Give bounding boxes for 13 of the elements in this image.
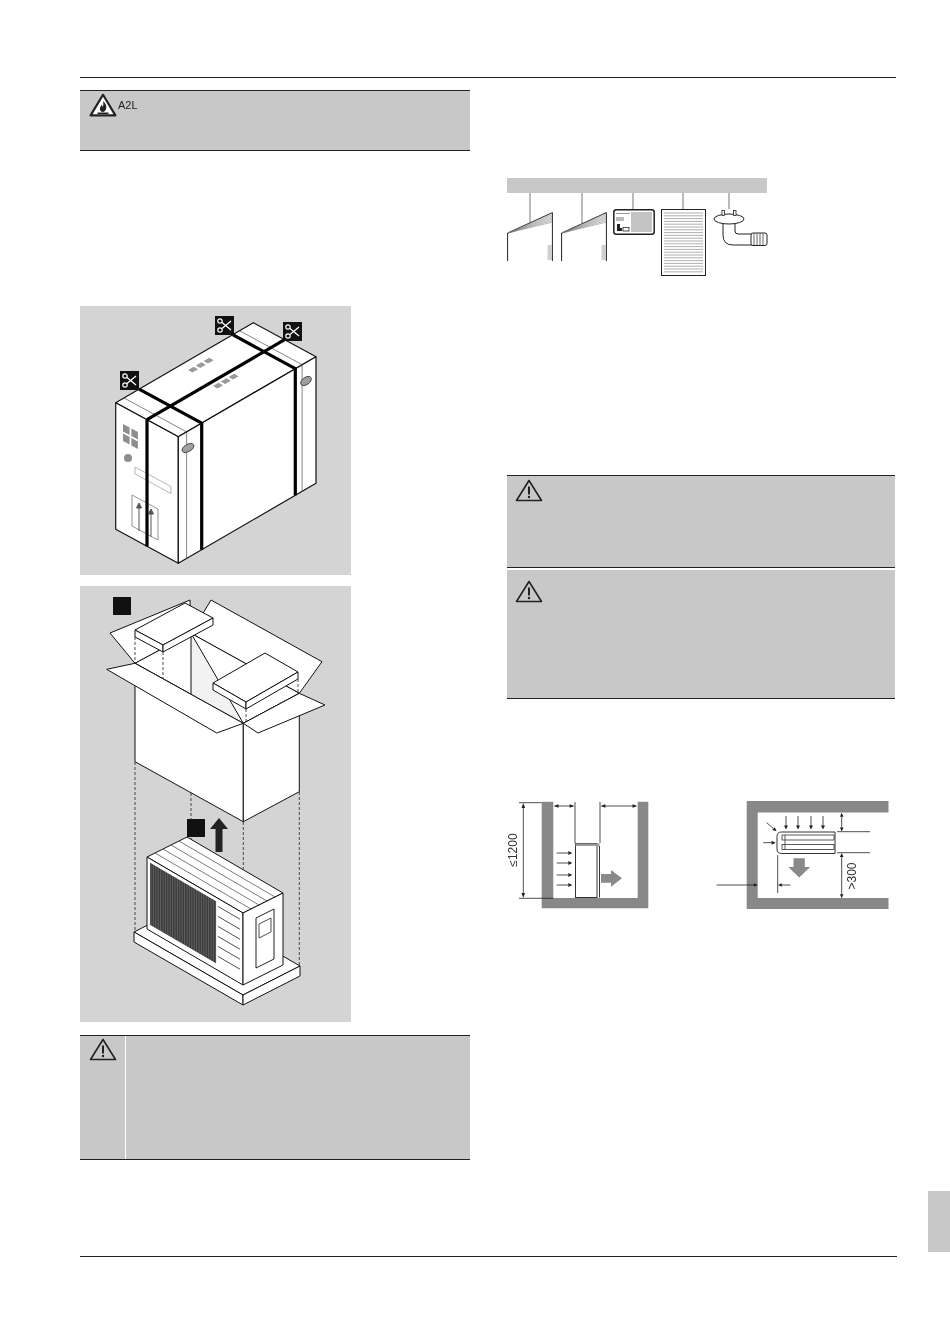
leader-line <box>581 192 583 224</box>
label-card-drawing <box>613 209 655 235</box>
booklet-drawing <box>561 212 608 261</box>
lined-sheet-drawing <box>661 209 706 276</box>
dimension-label: >300 <box>846 862 858 890</box>
leader-line <box>529 192 531 223</box>
booklet-drawing <box>507 212 554 261</box>
leader-line <box>682 192 684 210</box>
leader-line <box>632 192 634 210</box>
dimension-label: ≤1200 <box>507 833 519 867</box>
leader-line <box>728 192 730 210</box>
label-bar <box>507 178 767 193</box>
refrigerant-class-label: A2L <box>118 100 138 111</box>
